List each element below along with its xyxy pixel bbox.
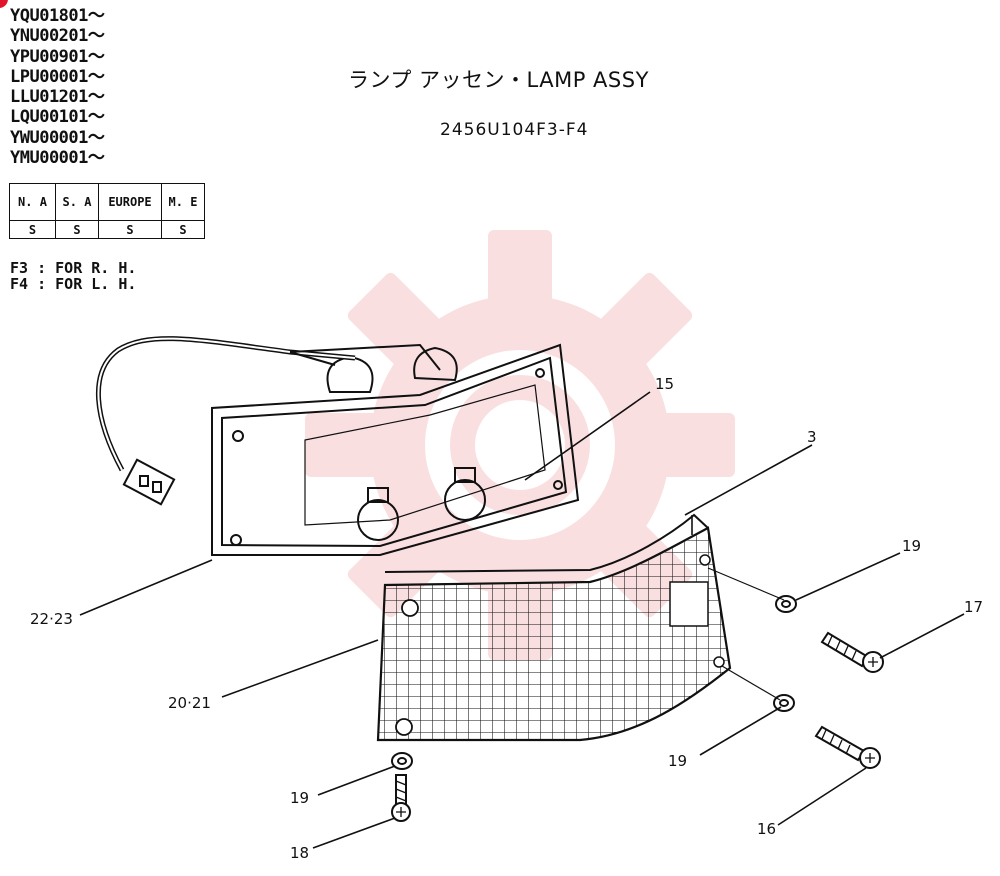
market-table: N. A S. A EUROPE M. E S S S S [9, 183, 205, 239]
serial-number: YNU00201～ [10, 26, 105, 47]
serial-number-list: YQU01801～ YNU00201～ YPU00901～ LPU00001～ … [10, 6, 105, 169]
part-code: 2456U104F3-F4 [440, 120, 589, 140]
callout-19-upper: 19 [902, 537, 921, 555]
gear-watermark-icon [305, 230, 735, 660]
screw-17 [820, 631, 884, 673]
washer-upper [775, 595, 797, 613]
notes: F3 : FOR R. H.F4 : FOR L. H. [10, 260, 136, 292]
lamp-lens [376, 513, 732, 742]
callout-20-21: 20·21 [168, 694, 211, 712]
washer-bottom [391, 752, 413, 770]
callout-19-lower: 19 [668, 752, 687, 770]
page-title: ランプ アッセン・LAMP ASSY [348, 68, 649, 92]
serial-number: YPU00901～ [10, 46, 105, 67]
lamp-housing [96, 336, 580, 556]
market-header: M. E [161, 183, 205, 221]
callout-22-23: 22·23 [30, 610, 73, 628]
screw-16 [814, 725, 881, 769]
callout-15: 15 [655, 375, 674, 393]
leader-lines [79, 391, 965, 849]
screw-18 [391, 774, 411, 822]
callout-16: 16 [757, 820, 776, 838]
market-header: N. A [9, 183, 56, 221]
serial-number: YWU00001～ [10, 127, 105, 148]
market-value: S [161, 220, 205, 239]
callout-3: 3 [807, 428, 817, 446]
callout-19-bottom: 19 [290, 789, 309, 807]
market-header: EUROPE [98, 183, 162, 221]
market-header: S. A [55, 183, 99, 221]
note-rh: F3 : FOR R. H. [10, 259, 137, 277]
market-value: S [55, 220, 99, 239]
note-lh: F4 : FOR L. H. [10, 275, 137, 293]
serial-number: YMU00001～ [10, 148, 105, 169]
callout-17: 17 [964, 598, 983, 616]
corner-mark [0, 0, 8, 8]
serial-number: LLU01201～ [10, 87, 105, 108]
callout-18: 18 [290, 844, 309, 862]
serial-number: LPU00001～ [10, 66, 105, 87]
serial-number: YQU01801～ [10, 6, 105, 26]
serial-number: LQU00101～ [10, 107, 105, 128]
